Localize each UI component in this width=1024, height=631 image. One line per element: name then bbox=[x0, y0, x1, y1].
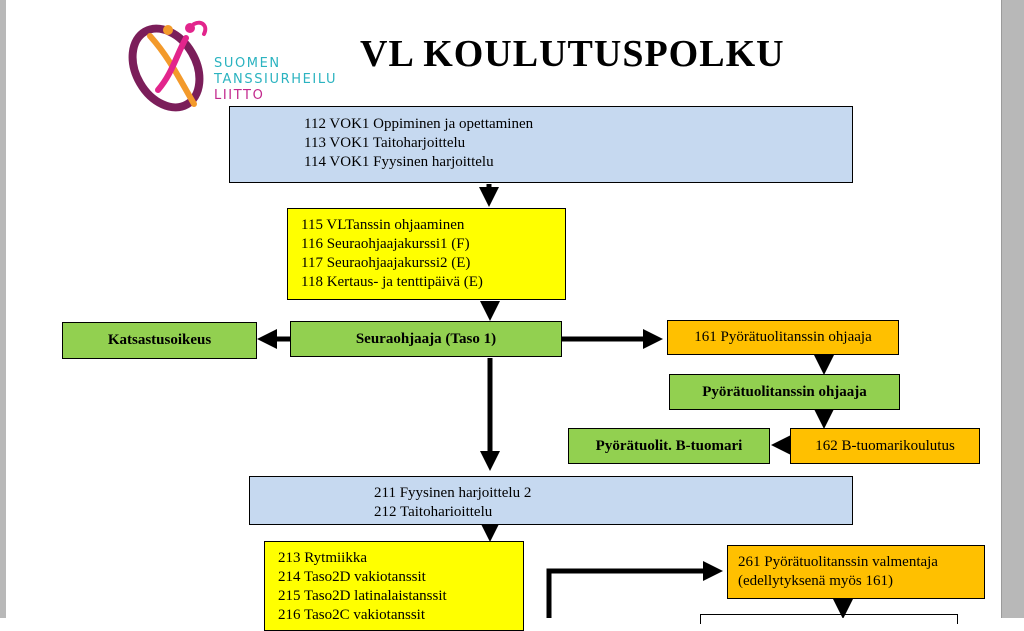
vltanssi-line-115: 115 VLTanssin ohjaaminen bbox=[301, 217, 465, 233]
connector-layer bbox=[257, 184, 853, 618]
katsastusoikeus-box: Katsastusoikeus bbox=[62, 322, 257, 359]
course-161-box: 161 Pyörätuolitanssin ohjaaja bbox=[667, 320, 899, 355]
vok2-box: 211 Fyysinen harjoittelu 2 212 Taitohari… bbox=[249, 476, 853, 525]
window-frame-right bbox=[1002, 0, 1024, 618]
katsastusoikeus-label: Katsastusoikeus bbox=[107, 332, 212, 348]
vok1-line-113: 113 VOK1 Taitoharjoittelu bbox=[304, 135, 466, 151]
logo-mark-icon bbox=[128, 20, 208, 112]
pyoratuoli-ohjaaja-box: Pyörätuolitanssin ohjaaja bbox=[669, 374, 900, 410]
vok1-line-114: 114 VOK1 Fyysinen harjoittelu bbox=[304, 154, 494, 170]
logo-text: SUOMEN TANSSIURHEILU LIITTO bbox=[214, 56, 337, 104]
course-261-line-1: 261 Pyörätuolitanssin valmentaja bbox=[738, 554, 938, 570]
next-box-partial bbox=[700, 614, 958, 624]
logo-line-3: LIITTO bbox=[214, 88, 265, 103]
page-title: VL KOULUTUSPOLKU bbox=[360, 33, 785, 75]
logo-line-2: TANSSIURHEILU bbox=[214, 72, 338, 87]
seuraohjaaja-label: Seuraohjaaja (Taso 1) bbox=[355, 330, 497, 347]
vok1-box: 112 VOK1 Oppiminen ja opettaminen 113 VO… bbox=[229, 106, 853, 183]
btuomari-box: Pyörätuolit. B-tuomari bbox=[568, 428, 770, 464]
vltanssi-box: 115 VLTanssin ohjaaminen 116 Seuraohjaaj… bbox=[287, 208, 566, 300]
course-161-label: 161 Pyörätuolitanssin ohjaaja bbox=[694, 329, 872, 345]
course-162-label: 162 B-tuomarikoulutus bbox=[815, 437, 955, 454]
vok2-line-212: 212 Taitoharioittelu bbox=[374, 504, 493, 520]
course-261-box: 261 Pyörätuolitanssin valmentaja (edelly… bbox=[727, 545, 985, 599]
taso2-line-216: 216 Taso2C vakiotanssit bbox=[278, 607, 426, 623]
vltanssi-line-118: 118 Kertaus- ja tenttipäivä (E) bbox=[301, 274, 483, 290]
taso2-line-215: 215 Taso2D latinalaistanssit bbox=[278, 588, 447, 604]
connector-taso2-to-261 bbox=[546, 561, 723, 618]
taso2-line-214: 214 Taso2D vakiotanssit bbox=[278, 569, 426, 585]
course-162-box: 162 B-tuomarikoulutus bbox=[790, 428, 980, 464]
vok2-line-211: 211 Fyysinen harjoittelu 2 bbox=[374, 485, 532, 501]
window-frame-left bbox=[0, 0, 6, 618]
logo: SUOMEN TANSSIURHEILU LIITTO bbox=[128, 16, 336, 116]
btuomari-label: Pyörätuolit. B-tuomari bbox=[595, 437, 743, 454]
logo-line-1: SUOMEN bbox=[214, 56, 281, 71]
vok1-line-112: 112 VOK1 Oppiminen ja opettaminen bbox=[304, 116, 534, 132]
course-261-line-2: (edellytyksenä myös 161) bbox=[738, 573, 893, 589]
window-frame-divider bbox=[1001, 0, 1002, 618]
seuraohjaaja-box: Seuraohjaaja (Taso 1) bbox=[290, 321, 562, 357]
vltanssi-line-116: 116 Seuraohjaajakurssi1 (F) bbox=[301, 236, 470, 252]
taso2-line-213: 213 Rytmiikka bbox=[278, 550, 367, 566]
vltanssi-line-117: 117 Seuraohjaajakurssi2 (E) bbox=[301, 255, 471, 271]
pyoratuoli-ohjaaja-label: Pyörätuolitanssin ohjaaja bbox=[702, 383, 867, 400]
